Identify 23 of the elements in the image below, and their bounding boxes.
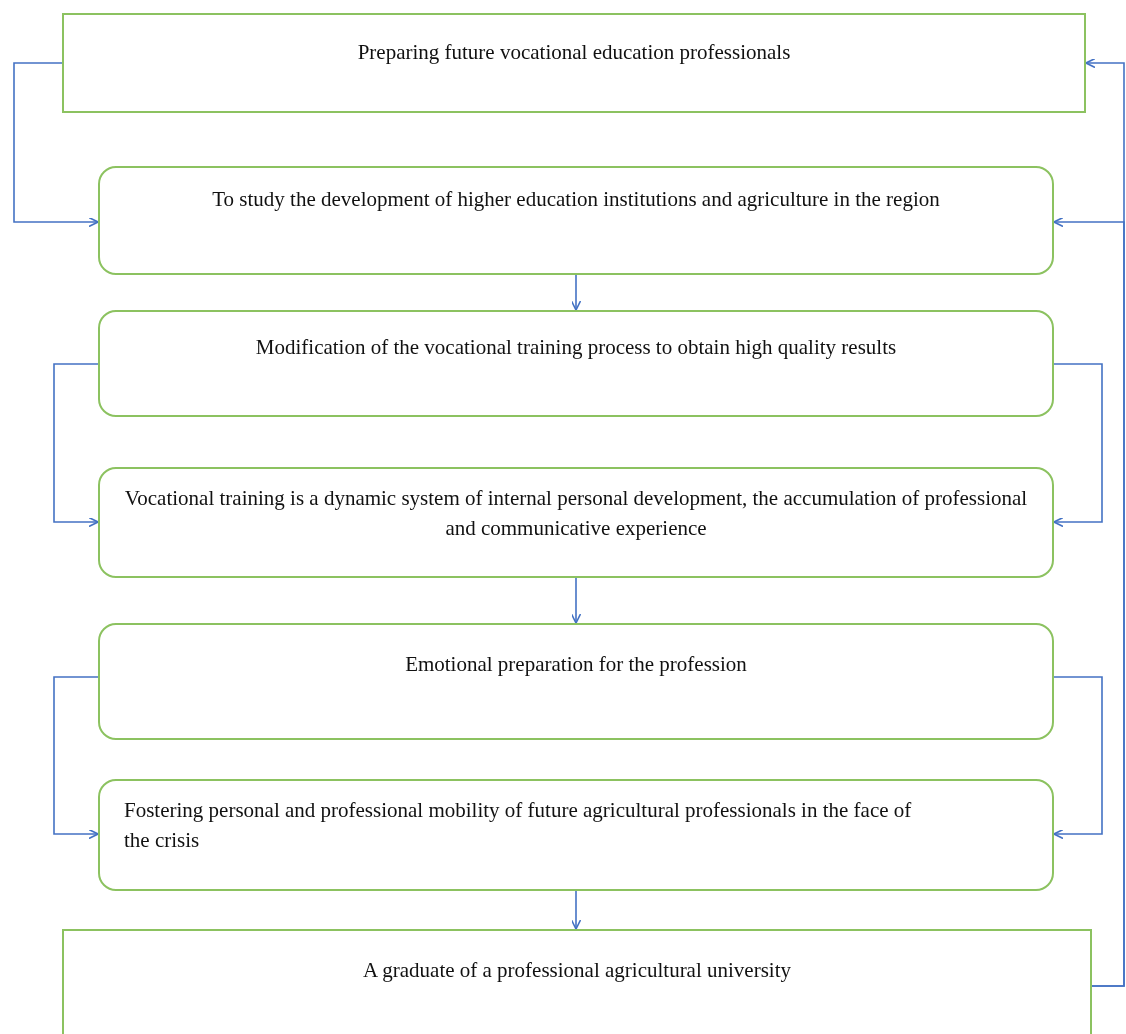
arrow	[13, 62, 99, 228]
step-text: Emotional preparation for the profession	[404, 651, 748, 678]
step-text: Fostering personal and professional mobility of future agricultural professionals in the face of the crisis	[124, 797, 913, 854]
rounded-process-box	[98, 166, 1054, 275]
process-box	[62, 13, 1086, 113]
arrow	[53, 363, 99, 528]
step-text: A graduate of a professional agricultural university	[362, 957, 792, 984]
step-text: To study the development of higher education institutions and agriculture in the region	[211, 186, 941, 213]
arrow	[1053, 216, 1125, 987]
step-text: Vocational training is a dynamic system of internal personal development, the accumulation of professional and communicative experience	[123, 485, 1029, 542]
arrow	[570, 890, 582, 930]
arrow	[53, 676, 99, 840]
rounded-process-box	[98, 623, 1054, 740]
process-box	[62, 929, 1092, 1034]
rounded-process-box	[98, 779, 1054, 891]
arrow	[570, 274, 582, 311]
step-text: Modification of the vocational training process to obtain high quality results	[254, 334, 898, 361]
step-text: Preparing future vocational education professionals	[356, 39, 792, 66]
arrow	[1053, 676, 1103, 840]
rounded-process-box	[98, 310, 1054, 417]
rounded-process-box	[98, 467, 1054, 578]
arrow	[570, 577, 582, 624]
arrow	[1053, 363, 1103, 528]
